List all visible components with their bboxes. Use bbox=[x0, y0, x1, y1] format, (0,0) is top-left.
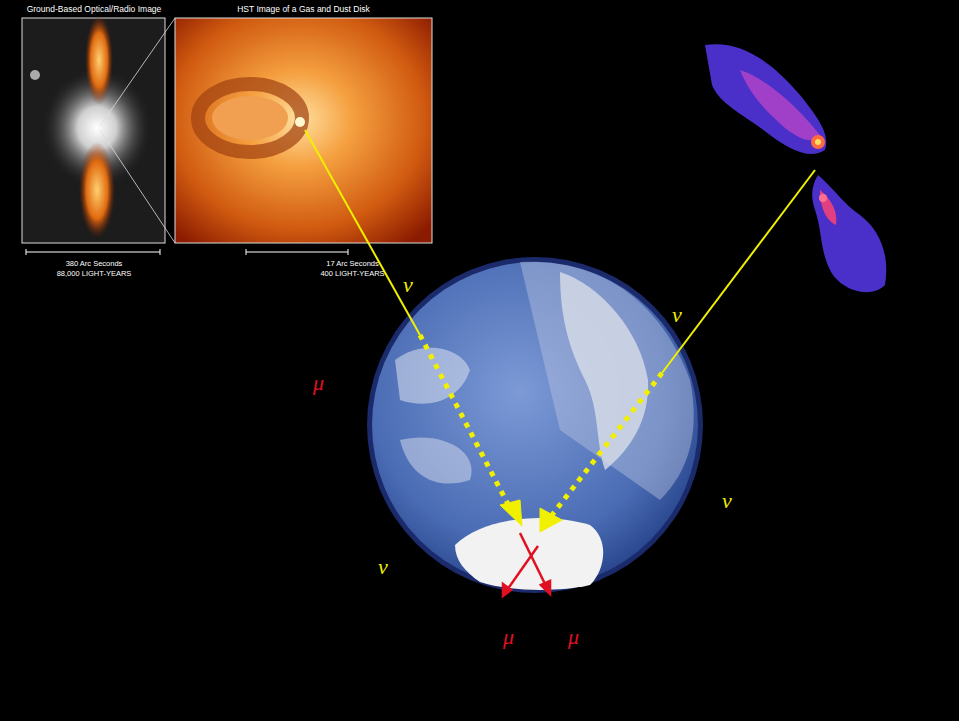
neutrino-symbol: ν bbox=[378, 556, 388, 578]
panel-heading: Ground-Based Optical/Radio Image bbox=[18, 5, 170, 14]
scale-label: 17 Arc Seconds bbox=[295, 260, 410, 268]
scale-label: 88,000 LIGHT-YEARS bbox=[18, 270, 170, 278]
panel-heading: HST Image of a Gas and Dust Disk bbox=[175, 5, 432, 14]
image-panel: Ground-Based Optical/Radio Image 380 Arc … bbox=[18, 2, 170, 282]
neutrino-symbol: ν bbox=[722, 490, 732, 512]
image-panel: HST Image of a Gas and Dust Disk 17 Arc S… bbox=[175, 2, 432, 282]
scale-label: 400 LIGHT-YEARS bbox=[295, 270, 410, 278]
neutrino-paths bbox=[305, 130, 815, 532]
hst-disk-image bbox=[175, 18, 432, 243]
muon-symbol: μ bbox=[313, 372, 324, 394]
zoom-lines bbox=[100, 18, 175, 243]
scale-label: 380 Arc Seconds bbox=[18, 260, 170, 268]
scale-bar bbox=[26, 249, 348, 255]
muon-symbol: μ bbox=[568, 626, 579, 648]
muon-tracks bbox=[503, 533, 550, 596]
muon-symbol: μ bbox=[503, 626, 514, 648]
neutrino-symbol: ν bbox=[403, 274, 413, 296]
galaxy-image bbox=[22, 15, 165, 243]
earth bbox=[367, 257, 703, 593]
radio-jet-image bbox=[705, 44, 886, 292]
neutrino-symbol: ν bbox=[672, 304, 682, 326]
